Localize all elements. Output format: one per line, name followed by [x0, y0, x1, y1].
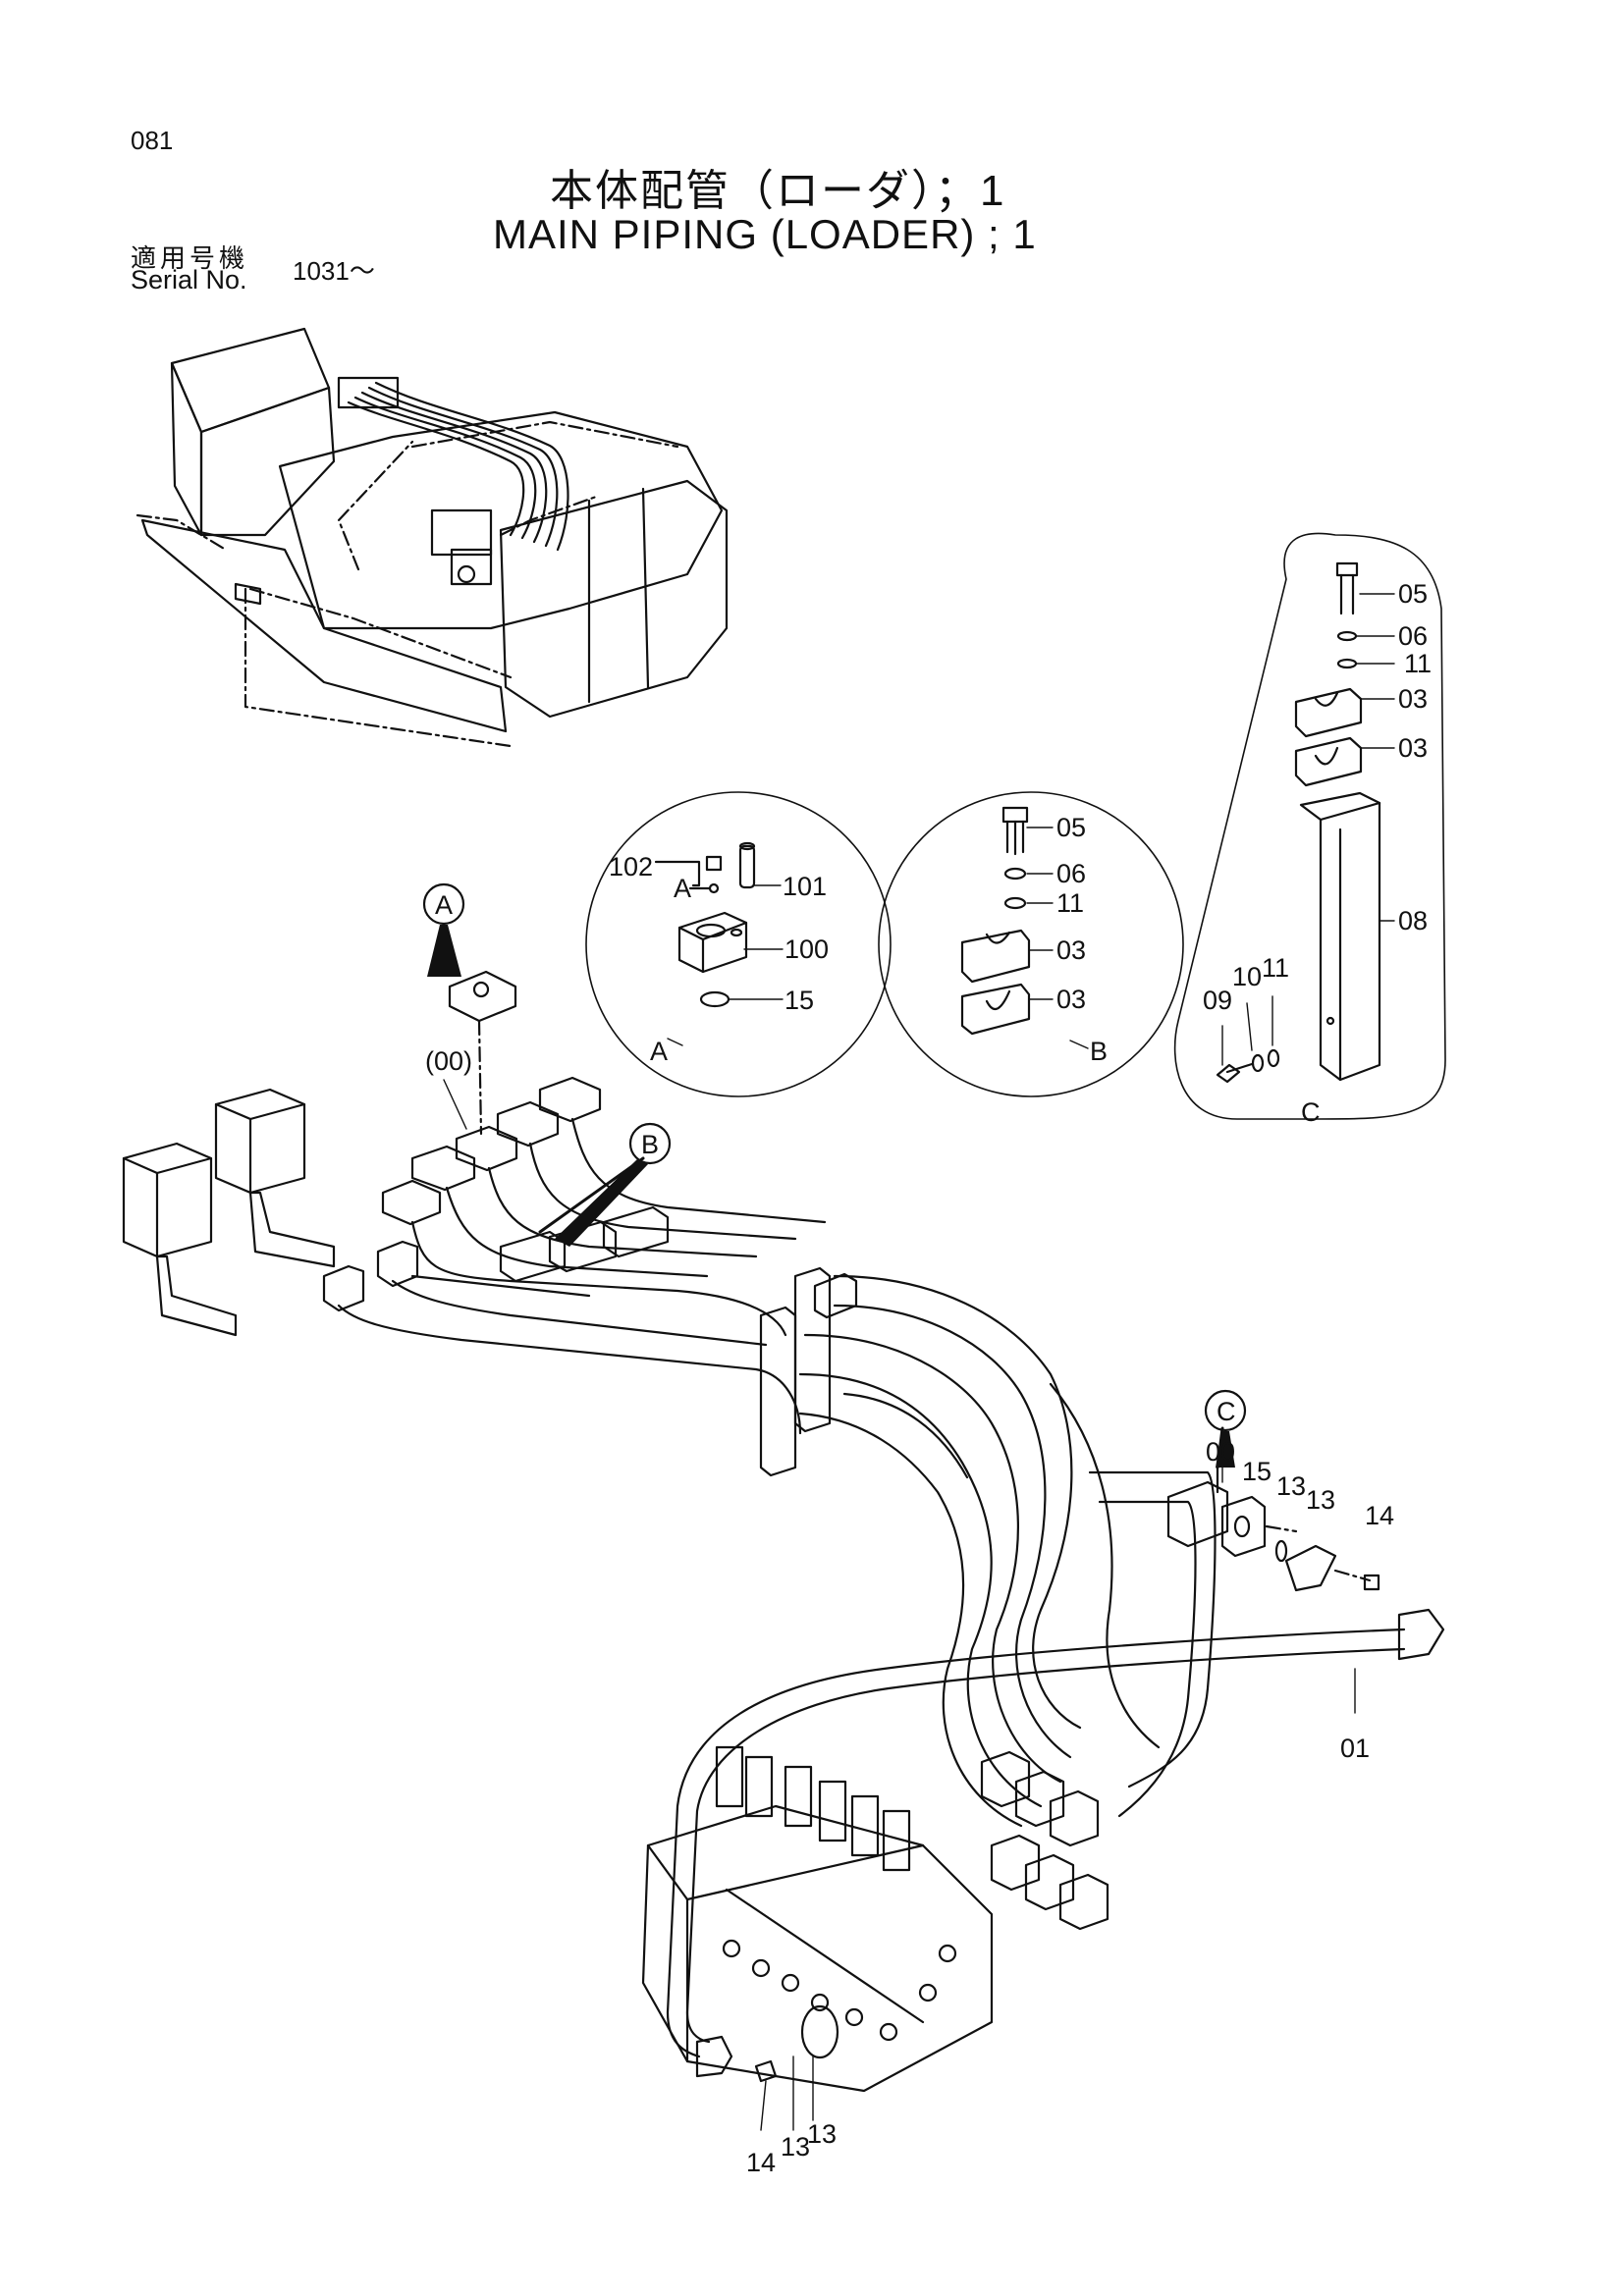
callout-a-circle: [422, 882, 465, 926]
detail-b-illustration: [878, 791, 1184, 1097]
part-label-paren-00: (00): [425, 1046, 472, 1076]
detail-a-label: A: [650, 1037, 668, 1066]
detail-b-label: B: [1090, 1037, 1108, 1066]
callout-c-circle: [1204, 1389, 1247, 1432]
part-label-14: 14: [1365, 1501, 1394, 1530]
detail-b-part-05: 05: [1056, 813, 1086, 842]
callout-b-letter: B: [641, 1130, 659, 1159]
callout-c-letter: C: [1217, 1397, 1236, 1426]
serial-label-japanese: 適用号機: [131, 243, 249, 273]
part-label-01: 01: [1340, 1734, 1370, 1763]
machine-overview-illustration: [135, 327, 729, 748]
detail-c-label: C: [1301, 1097, 1321, 1127]
detail-c-part-09: 09: [1203, 986, 1232, 1015]
main-piping-assembly: [122, 970, 1445, 2131]
detail-c-part-11: 11: [1404, 649, 1432, 678]
detail-b-part-03-upper: 03: [1056, 935, 1086, 965]
part-label-13a: 13: [1276, 1471, 1306, 1501]
detail-b-part-11: 11: [1056, 888, 1084, 918]
serial-value: 1031～: [293, 256, 375, 286]
detail-b-part-06: 06: [1056, 859, 1086, 888]
part-label-bottom-13a: 13: [781, 2132, 810, 2162]
part-label-13b: 13: [1306, 1485, 1335, 1515]
page-title-english: MAIN PIPING (LOADER) ; 1: [493, 211, 1037, 257]
part-label-bottom-14: 14: [746, 2148, 776, 2177]
detail-c-illustration: [1173, 532, 1446, 1120]
detail-a-part-101: 101: [783, 872, 827, 901]
detail-c-part-05: 05: [1398, 579, 1428, 609]
serial-label-english: Serial No.: [131, 265, 247, 294]
page-number: 081: [131, 126, 174, 155]
detail-a-part-100: 100: [784, 934, 829, 964]
detail-c-part-03-lower: 03: [1398, 733, 1428, 763]
detail-a-sub-label: A: [674, 874, 691, 903]
detail-a-illustration: [585, 791, 892, 1097]
detail-b-part-03-lower: 03: [1056, 985, 1086, 1014]
part-label-15: 15: [1242, 1457, 1271, 1486]
callout-a-letter: A: [435, 890, 453, 920]
detail-c-part-03-upper: 03: [1398, 684, 1428, 714]
detail-c-part-10: 10: [1232, 962, 1262, 991]
detail-c-part-11b: 11: [1262, 953, 1289, 983]
detail-a-part-102: 102: [609, 852, 653, 881]
part-label-bottom-13b: 13: [807, 2119, 837, 2149]
part-label-00: 00: [1206, 1437, 1235, 1467]
detail-a-part-15: 15: [784, 986, 814, 1015]
detail-c-part-08: 08: [1398, 906, 1428, 935]
page-title-japanese: 本体配管（ローダ）；1: [550, 167, 1006, 215]
detail-c-part-06: 06: [1398, 621, 1428, 651]
callout-b-circle: [628, 1122, 672, 1165]
